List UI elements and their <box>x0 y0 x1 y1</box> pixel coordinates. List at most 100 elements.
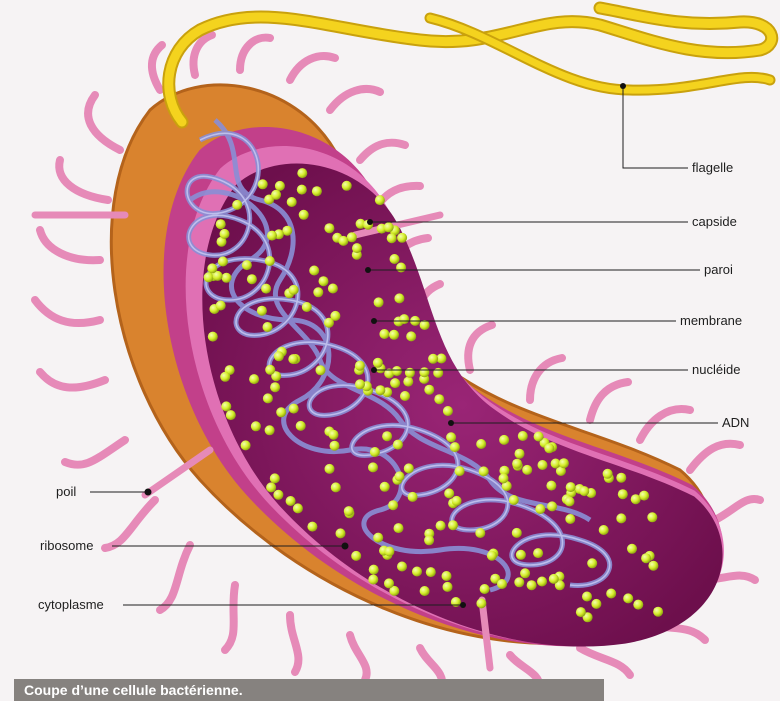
ribosome-granule <box>535 504 545 514</box>
ribosome-granule <box>208 332 218 342</box>
ribosome-granule <box>302 302 312 312</box>
ribosome-granule <box>512 459 522 469</box>
ribosome-granule <box>352 243 362 253</box>
ribosome-granule <box>374 297 384 307</box>
ribosome-granule <box>412 567 422 577</box>
ribosome-granule <box>263 393 273 403</box>
ribosome-granule <box>618 489 628 499</box>
ribosome-granule <box>518 431 528 441</box>
ribosome-granule <box>265 256 275 266</box>
ribosome-granule <box>266 482 276 492</box>
ribosome-granule <box>216 219 226 229</box>
ribosome-granule <box>390 254 400 264</box>
ribosome-granule <box>522 465 532 475</box>
ribosome-granule <box>475 528 485 538</box>
ribosome-granule <box>527 580 537 590</box>
ribosome-granule <box>397 233 407 243</box>
ribosome-granule <box>516 550 526 560</box>
ribosome-granule <box>408 492 418 502</box>
ribosome-granule <box>336 528 346 538</box>
ribosome-granule <box>403 377 413 387</box>
ribosome-granule <box>249 374 259 384</box>
ribosome-granule <box>436 521 446 531</box>
ribosome-granule <box>406 331 416 341</box>
ribosome-granule <box>220 229 230 239</box>
label-nucleide: nucléide <box>692 362 740 377</box>
cell-envelope <box>111 85 724 647</box>
ribosome-granule <box>446 432 456 442</box>
ribosome-granule <box>273 490 283 500</box>
ribosome-granule <box>487 551 497 561</box>
ribosome-granule <box>241 440 251 450</box>
ribosome-granule <box>404 463 414 473</box>
ribosome-granule <box>329 430 339 440</box>
ribosome-granule <box>226 410 236 420</box>
ribosome-granule <box>299 210 309 220</box>
ribosome-granule <box>316 365 326 375</box>
ribosome-granule <box>434 394 444 404</box>
ribosome-granule <box>379 329 389 339</box>
ribosome-granule <box>289 285 299 295</box>
ribosome-granule <box>509 495 519 505</box>
ribosome-granule <box>591 599 601 609</box>
ribosome-granule <box>375 195 385 205</box>
ribosome-granule <box>448 520 458 530</box>
ribosome-granule <box>258 179 268 189</box>
ribosome-granule <box>480 584 490 594</box>
ribosome-granule <box>428 354 438 364</box>
ribosome-granule <box>397 562 407 572</box>
ribosome-granule <box>369 565 379 575</box>
ribosome-granule <box>247 274 257 284</box>
ribosome-granule <box>331 482 341 492</box>
ribosome-granule <box>289 404 299 414</box>
ribosome-granule <box>653 607 663 617</box>
ribosome-granule <box>330 311 340 321</box>
ribosome-granule <box>392 366 402 376</box>
ribosome-granule <box>218 257 228 267</box>
ribosome-granule <box>368 575 378 585</box>
label-ribosome: ribosome <box>40 538 93 553</box>
ribosome-granule <box>296 421 306 431</box>
ribosome-granule <box>342 181 352 191</box>
ribosome-granule <box>394 293 404 303</box>
ribosome-granule <box>388 500 398 510</box>
ribosome-granule <box>603 469 613 479</box>
ribosome-granule <box>450 442 460 452</box>
ribosome-granule <box>606 589 616 599</box>
ribosome-granule <box>384 222 394 232</box>
ribosome-granule <box>375 385 385 395</box>
ribosome-granule <box>648 561 658 571</box>
ribosome-granule <box>631 494 641 504</box>
ribosome-granule <box>220 372 230 382</box>
figure-caption: Coupe d’une cellule bactérienne. <box>24 682 243 698</box>
ribosome-granule <box>355 361 365 371</box>
ribosome-granule <box>514 577 524 587</box>
ribosome-granule <box>623 593 633 603</box>
ribosome-granule <box>537 577 547 587</box>
ribosome-granule <box>547 501 557 511</box>
ribosome-granule <box>373 358 383 368</box>
ribosome-granule <box>497 579 507 589</box>
ribosome-granule <box>384 578 394 588</box>
ribosome-granule <box>263 322 273 332</box>
label-flagelle: flagelle <box>692 160 733 175</box>
ribosome-granule <box>424 535 434 545</box>
ribosome-granule <box>647 512 657 522</box>
label-cytoplasme: cytoplasme <box>38 597 104 612</box>
ribosome-granule <box>319 276 329 286</box>
ribosome-granule <box>351 551 361 561</box>
ribosome-granule <box>565 514 575 524</box>
ribosome-granule <box>499 435 509 445</box>
ribosome-granule <box>443 582 453 592</box>
ribosome-granule <box>559 458 569 468</box>
label-poil: poil <box>56 484 76 499</box>
ribosome-granule <box>400 391 410 401</box>
ribosome-granule <box>399 314 409 324</box>
ribosome-granule <box>544 443 554 453</box>
ribosome-granule <box>515 449 525 459</box>
ribosome-granule <box>275 181 285 191</box>
ribosome-granule <box>288 354 298 364</box>
ribosome-granule <box>242 260 252 270</box>
ribosome-granule <box>204 272 214 282</box>
ribosome-granule <box>330 441 340 451</box>
